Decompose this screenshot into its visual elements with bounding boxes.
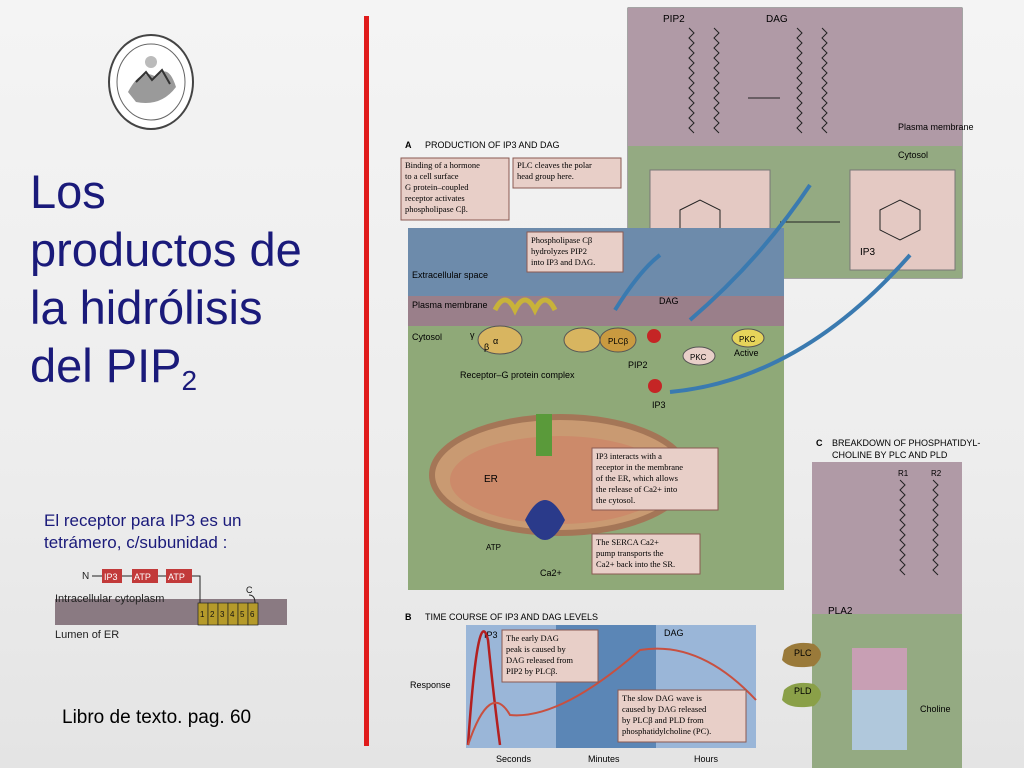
panel-a-letter: A	[405, 140, 412, 150]
extracellular-label: Extracellular space	[412, 270, 488, 280]
er-label: ER	[484, 474, 498, 485]
response-label: Response	[410, 680, 451, 690]
atp-domain-2-label: ATP	[168, 572, 185, 582]
panel-c-heading: BREAKDOWN OF PHOSPHATIDYL- CHOLINE BY PL…	[832, 438, 983, 460]
cytosol-label: Cytosol	[898, 150, 928, 160]
segment-3: 3	[220, 610, 225, 619]
pip2-hydrolysis-figure: PIP2 DAG Plasma membrane Cytosol IP3 A P…	[390, 0, 1024, 768]
x-tick-hours: Hours	[694, 754, 719, 764]
segment-5: 5	[240, 610, 245, 619]
pip2-a-label: PIP2	[628, 360, 648, 370]
x-tick-minutes: Minutes	[588, 754, 620, 764]
panel-c-letter: C	[816, 438, 823, 448]
slide-title: Los productos de la hidrólisis del PIP2	[30, 163, 350, 410]
pla2-label: PLA2	[828, 606, 853, 617]
cytoplasm-label: Intracellular cytoplasm	[55, 593, 164, 605]
ip3-a-label: IP3	[652, 400, 666, 410]
segment-2: 2	[210, 610, 215, 619]
pip2-label: PIP2	[663, 14, 685, 25]
plasma-membrane-a-label: Plasma membrane	[412, 300, 488, 310]
beta-subunit-label: β	[484, 342, 489, 352]
lumen-label: Lumen of ER	[55, 629, 119, 641]
university-seal-logo	[106, 32, 196, 132]
atp-domain-1-label: ATP	[134, 572, 151, 582]
dag-a-label: DAG	[659, 296, 679, 306]
plc-label: PLC	[794, 648, 812, 658]
x-tick-seconds: Seconds	[496, 754, 532, 764]
n-terminus-label: N	[82, 571, 89, 582]
segment-4: 4	[230, 610, 235, 619]
complex-label: Receptor–G protein complex	[460, 370, 575, 380]
textbook-reference: Libro de texto. pag. 60	[62, 707, 251, 729]
c-terminus-label: C	[246, 585, 253, 595]
r1-label: R1	[898, 469, 909, 478]
svg-text:Phospholipase Cβ hydroly: Phospholipase Cβ hydrolyzes PIP2 into IP…	[531, 235, 595, 267]
ip3-molecule-label: IP3	[860, 247, 875, 258]
note-box-serca: The SERCA Ca2+ pump transports the Ca2+ …	[592, 534, 700, 574]
ip3-domain-label: IP3	[104, 572, 118, 582]
receptor-note: El receptor para IP3 es un tetrámero, c/…	[44, 510, 304, 554]
active-label: Active	[734, 348, 759, 358]
note-box-early-dag: The early DAG peak is caused by DAG rele…	[502, 630, 598, 682]
svg-text:The slow DAG wave is cau: The slow DAG wave is caused by DAG relea…	[622, 693, 711, 736]
alpha-subunit-label: α	[493, 336, 498, 346]
plasma-membrane-label: Plasma membrane	[898, 122, 974, 132]
ca-label: Ca2+	[540, 568, 562, 578]
note-box-hormone: Binding of a hormone to a cell surface G…	[401, 158, 509, 220]
segment-1: 1	[200, 610, 205, 619]
note-box-plcb-hydrolysis: Phospholipase Cβ hydrolyzes PIP2 into IP…	[527, 232, 623, 272]
r2-label: R2	[931, 469, 942, 478]
panel-b-letter: B	[405, 612, 412, 622]
atp-label: ATP	[486, 543, 501, 552]
note-box-ip3-receptor: IP3 interacts with a receptor in the mem…	[592, 448, 718, 510]
dag-curve-label: DAG	[664, 628, 684, 638]
gamma-subunit-label: γ	[470, 330, 475, 340]
ip3-receptor-topology-diagram: Intracellular cytoplasm Lumen of ER N IP…	[50, 565, 300, 645]
plcb-label: PLCβ	[608, 337, 629, 346]
segment-6: 6	[250, 610, 255, 619]
pkc-active-label: PKC	[739, 335, 756, 344]
panel-b-heading: TIME COURSE OF IP3 AND DAG LEVELS	[425, 612, 598, 622]
note-box-slow-dag: The slow DAG wave is caused by DAG relea…	[618, 690, 746, 742]
note-box-plc-cleave: PLC cleaves the polar head group here.	[513, 158, 621, 188]
dag-label: DAG	[766, 14, 788, 25]
panel-a-heading: PRODUCTION OF IP3 AND DAG	[425, 140, 560, 150]
choline-label: Choline	[920, 704, 951, 714]
cytosol-a-label: Cytosol	[412, 332, 442, 342]
pkc-label: PKC	[690, 353, 707, 362]
pld-label: PLD	[794, 686, 812, 696]
divider-line	[364, 16, 369, 746]
